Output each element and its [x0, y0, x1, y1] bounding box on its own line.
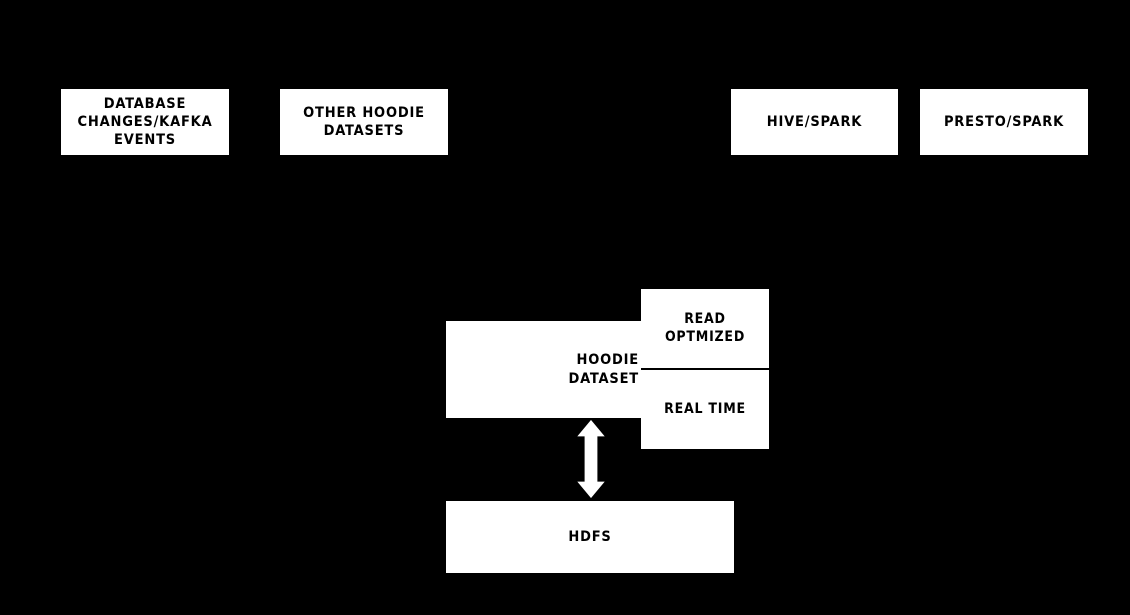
node-database-changes-kafka-events-label: Database Changes/Kafka Events [77, 95, 213, 149]
node-read-optimized-view-label: Read Optmized [664, 310, 746, 345]
node-hoodie-dataset[interactable]: Hoodie Dataset [446, 321, 641, 418]
node-database-changes-kafka-events[interactable]: Database Changes/Kafka Events [61, 89, 229, 155]
node-other-hoodie-datasets[interactable]: Other Hoodie Datasets [280, 89, 448, 155]
node-hive-spark-label: Hive/Spark [766, 113, 863, 130]
node-other-hoodie-datasets-label: Other Hoodie Datasets [303, 104, 425, 139]
hoodie-dataset-view-stack: Read Optmized Real Time [641, 289, 769, 449]
node-hdfs[interactable]: HDFS [446, 501, 734, 573]
node-presto-spark-label: Presto/Spark [943, 113, 1065, 130]
node-read-optimized-view[interactable]: Read Optmized [641, 289, 769, 370]
node-hive-spark[interactable]: Hive/Spark [731, 89, 898, 155]
node-hoodie-dataset-label: Hoodie Dataset [568, 352, 639, 387]
node-real-time-view[interactable]: Real Time [641, 370, 769, 449]
double-headed-arrow-icon [574, 418, 608, 500]
node-real-time-view-label: Real Time [664, 400, 746, 417]
node-hdfs-label: HDFS [568, 528, 612, 545]
node-presto-spark[interactable]: Presto/Spark [920, 89, 1088, 155]
